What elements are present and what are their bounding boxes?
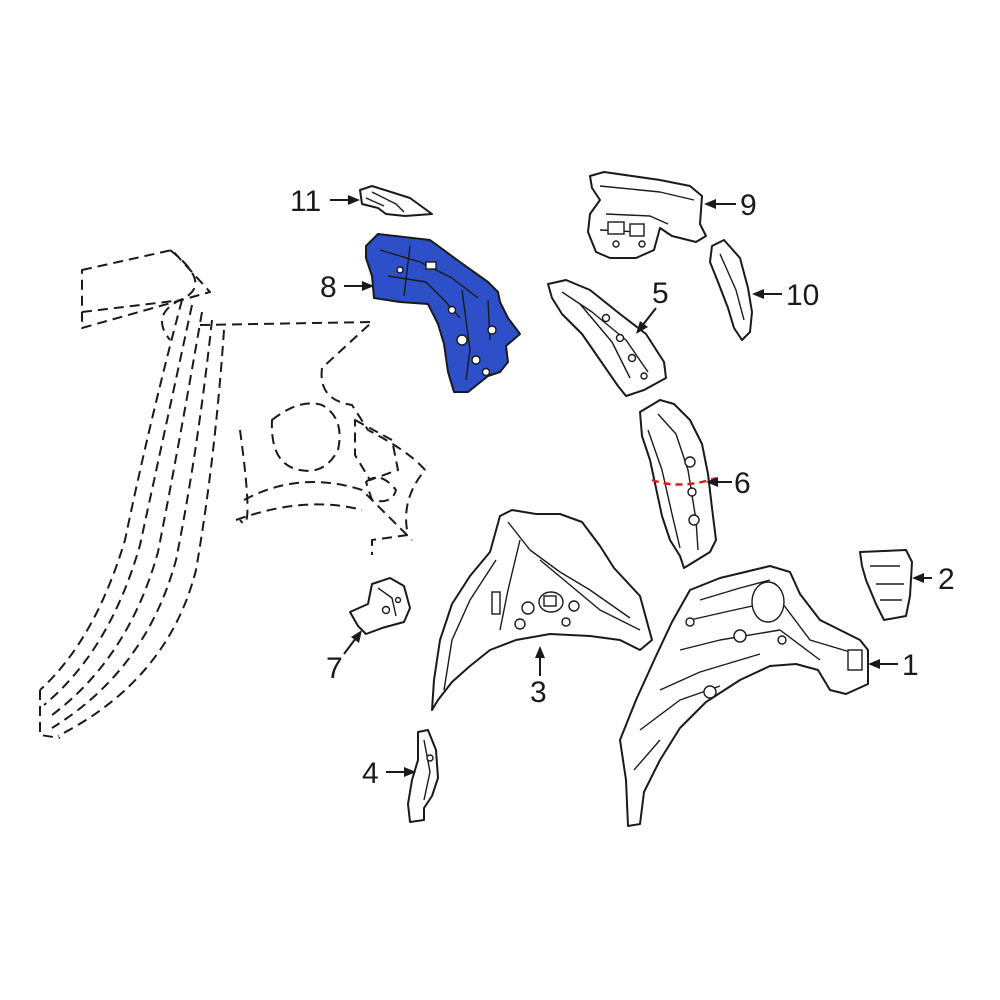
callout-labels: 1 2 3 4 5 6 7 8 9 10 11 [290, 185, 955, 790]
part-5-pillar-reinforcement[interactable] [547, 279, 667, 397]
callout-5: 5 [652, 277, 669, 310]
callout-7: 7 [326, 652, 343, 685]
callout-4: 4 [362, 757, 379, 790]
part-8-body[interactable] [365, 233, 521, 393]
callout-8: 8 [320, 271, 337, 304]
part-2-bracket[interactable] [859, 549, 913, 621]
part-9-bracket-assembly[interactable] [587, 171, 707, 259]
part-6-cut-line [651, 476, 717, 486]
part-4-bracket[interactable] [407, 729, 439, 823]
part-1-outer-wheelhouse[interactable] [619, 565, 869, 827]
part-11-bracket[interactable] [359, 185, 433, 217]
callout-6: 6 [734, 467, 751, 500]
callout-2: 2 [938, 563, 955, 596]
callout-3: 3 [530, 676, 547, 709]
callout-11: 11 [290, 185, 321, 218]
part-10-vertical-bracket[interactable] [709, 239, 753, 341]
part-3-inner-wheelhouse[interactable] [431, 509, 653, 711]
callout-1: 1 [902, 649, 919, 682]
quarter-panel-ghost-outline [39, 249, 426, 739]
callout-9: 9 [740, 189, 757, 222]
part-7-bracket[interactable] [349, 577, 411, 635]
callout-10: 10 [786, 279, 819, 312]
part-6-lower-pillar[interactable] [639, 399, 717, 569]
callout-leaders [330, 195, 932, 777]
part-8-highlighted-reinforcement[interactable] [365, 233, 521, 393]
